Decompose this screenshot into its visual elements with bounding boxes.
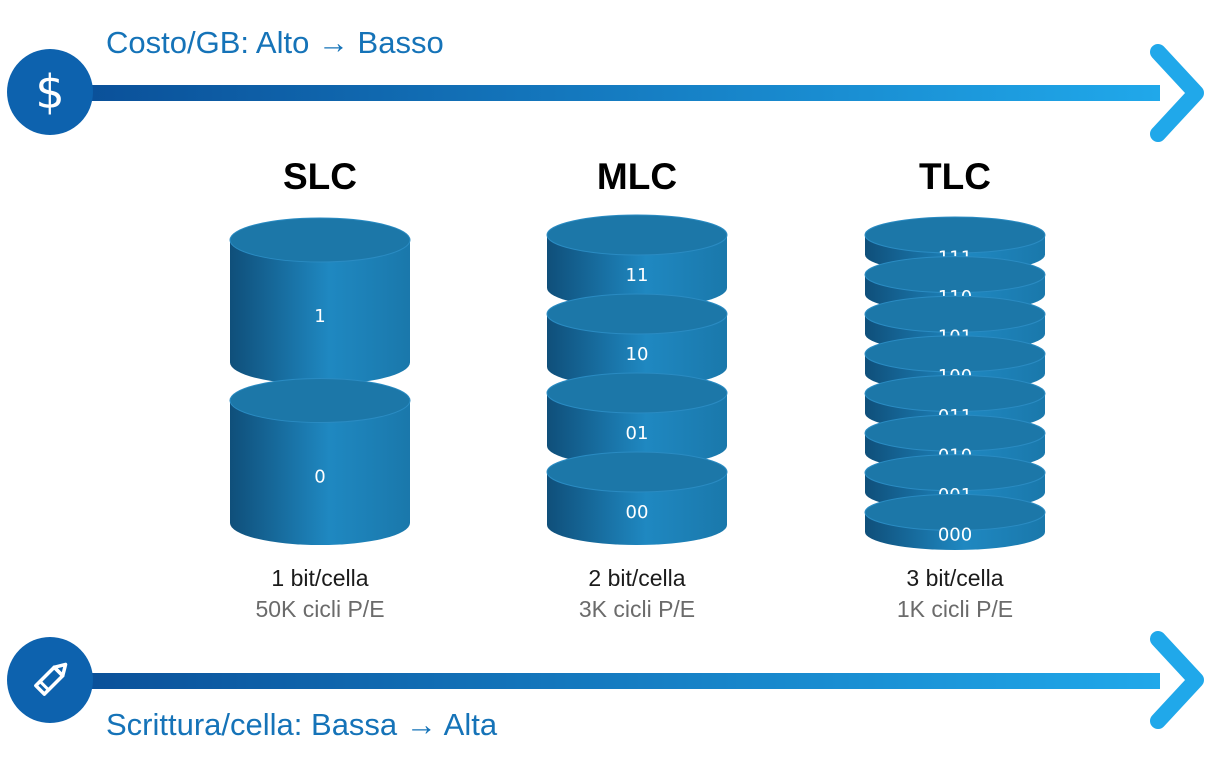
cell-level: 01: [546, 372, 728, 466]
cell-level: 1: [229, 217, 411, 385]
dollar-icon: $: [35, 65, 64, 119]
column-title: SLC: [283, 156, 357, 197]
cell-value: 00: [626, 502, 649, 523]
cell-top: [864, 216, 1046, 254]
cell-stack: 10: [229, 217, 411, 545]
cell-level: 11: [546, 214, 728, 308]
cell-top: [546, 293, 728, 335]
pe-cycles: 1K cicli P/E: [897, 596, 1013, 622]
cell-side: [547, 235, 727, 308]
top-arrow-label: Costo/GB: Alto → Basso: [106, 25, 444, 60]
cell-top: [864, 493, 1046, 531]
bits-per-cell: 1 bit/cella: [271, 565, 368, 591]
cell-top: [229, 217, 411, 263]
cell-side: [547, 314, 727, 387]
cell-level: 00: [546, 451, 728, 545]
bottom-arrow-label: Scrittura/cella: Bassa → Alta: [106, 707, 498, 742]
dollar-badge: [7, 49, 93, 135]
cell-value: 11: [626, 265, 649, 286]
pencil-icon: [34, 662, 68, 696]
cell-value: 000: [938, 525, 972, 546]
cell-top: [546, 214, 728, 256]
cell-top: [229, 378, 411, 423]
cell-top: [864, 375, 1046, 412]
column-mlc: MLC 11 10 01 00 2 bit/cella 3K cicli P/E: [546, 156, 728, 622]
bottom-arrow: Scrittura/cella: Bassa → Alta: [7, 631, 1204, 742]
cell-side: [547, 472, 727, 545]
pencil-badge: [7, 637, 93, 723]
cell-top: [864, 414, 1046, 452]
top-arrow-shaft: [70, 85, 1160, 101]
top-arrow: $ Costo/GB: Alto → Basso: [7, 25, 1204, 142]
column-tlc: TLC 111110101100011010001000 3 bit/cella…: [864, 156, 1046, 622]
cell-stack: 111110101100011010001000: [864, 216, 1046, 550]
top-arrow-head: [1150, 44, 1204, 142]
cell-side: [230, 240, 410, 385]
bottom-arrow-head: [1150, 631, 1204, 729]
cell-top: [546, 372, 728, 414]
cell-top: [864, 295, 1046, 333]
bits-per-cell: 2 bit/cella: [588, 565, 685, 591]
cell-side: [230, 400, 410, 545]
cell-side: [547, 393, 727, 466]
cell-top: [546, 451, 728, 493]
cell-level: 000: [864, 493, 1046, 550]
cell-top: [864, 335, 1046, 373]
cell-stack: 11 10 01 00: [546, 214, 728, 545]
cell-top: [864, 256, 1046, 294]
cell-value: 1: [314, 306, 325, 327]
cell-value: 0: [314, 466, 325, 487]
cell-value: 10: [626, 344, 649, 365]
pe-cycles: 3K cicli P/E: [579, 596, 695, 622]
column-title: MLC: [597, 156, 677, 197]
pe-cycles: 50K cicli P/E: [255, 596, 384, 622]
bits-per-cell: 3 bit/cella: [906, 565, 1003, 591]
cell-top: [864, 454, 1046, 492]
cell-level: 0: [229, 378, 411, 545]
cell-level: 10: [546, 293, 728, 387]
cell-value: 01: [626, 423, 649, 444]
column-slc: SLC 10 1 bit/cella 50K cicli P/E: [229, 156, 411, 622]
column-title: TLC: [919, 156, 991, 197]
bottom-arrow-shaft: [70, 673, 1160, 689]
